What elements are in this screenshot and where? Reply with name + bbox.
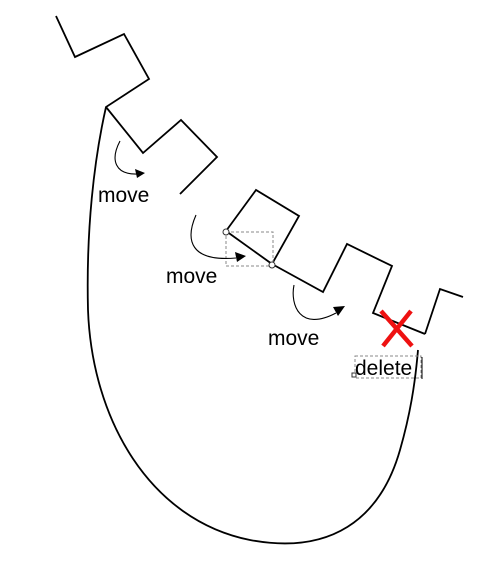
move-label-2: move bbox=[166, 265, 217, 288]
outline-moved-block bbox=[224, 188, 301, 266]
selection-handle-top-left[interactable] bbox=[222, 228, 230, 236]
delete-text-selection bbox=[354, 355, 422, 379]
delete-text-handle[interactable] bbox=[351, 372, 357, 378]
selection-handle-bottom-right[interactable] bbox=[268, 261, 276, 269]
curved-arrow-icon-2 bbox=[190, 214, 246, 262]
move-label-3: move bbox=[268, 327, 319, 350]
move-label-1: move bbox=[98, 184, 149, 207]
curved-arrow-icon-1 bbox=[114, 140, 145, 178]
outline-zig-2 bbox=[271, 242, 426, 335]
selection-box[interactable] bbox=[225, 231, 274, 267]
x-cross-icon[interactable] bbox=[379, 309, 414, 348]
outline-zig-1 bbox=[105, 106, 219, 195]
delete-label: delete bbox=[355, 357, 412, 380]
outline-right-top bbox=[424, 287, 464, 335]
outline-left-bowl bbox=[55, 15, 419, 545]
curved-arrow-icon-3 bbox=[292, 284, 345, 320]
delete-label-box[interactable]: delete bbox=[351, 355, 423, 380]
